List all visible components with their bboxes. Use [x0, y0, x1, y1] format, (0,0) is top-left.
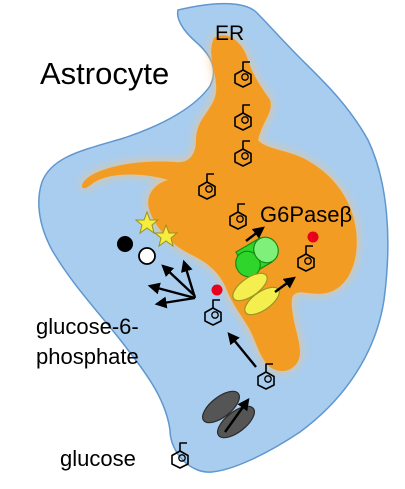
black-circle-icon [117, 236, 133, 252]
star-icon [153, 223, 179, 248]
g6p-transporter [232, 272, 280, 316]
pathway-arrow [161, 264, 196, 297]
pathway-arrow [154, 296, 196, 309]
star-icon [134, 210, 160, 235]
g6pase-label: G6Paseβ [260, 202, 352, 227]
glucose-label: glucose [60, 446, 136, 471]
pathway-arrow [224, 398, 250, 433]
er-label: ER [215, 22, 244, 45]
phosphate-dot-icon [307, 231, 319, 243]
pathway-arrow [274, 276, 296, 293]
glucose-6-phosphate-label-line2: phosphate [36, 344, 139, 369]
pathway-arrow [181, 259, 197, 299]
white-circle-icon [138, 247, 156, 265]
pathway-arrow [227, 332, 257, 368]
pathway-arrow [147, 282, 196, 300]
phosphate-dot-icon [211, 284, 223, 296]
glucose-6-phosphate-label-line1: glucose-6- [36, 314, 139, 339]
astrocyte-label: Astrocyte [40, 56, 169, 91]
pathway-arrow [245, 226, 265, 242]
g6pase-enzyme [235, 236, 279, 278]
